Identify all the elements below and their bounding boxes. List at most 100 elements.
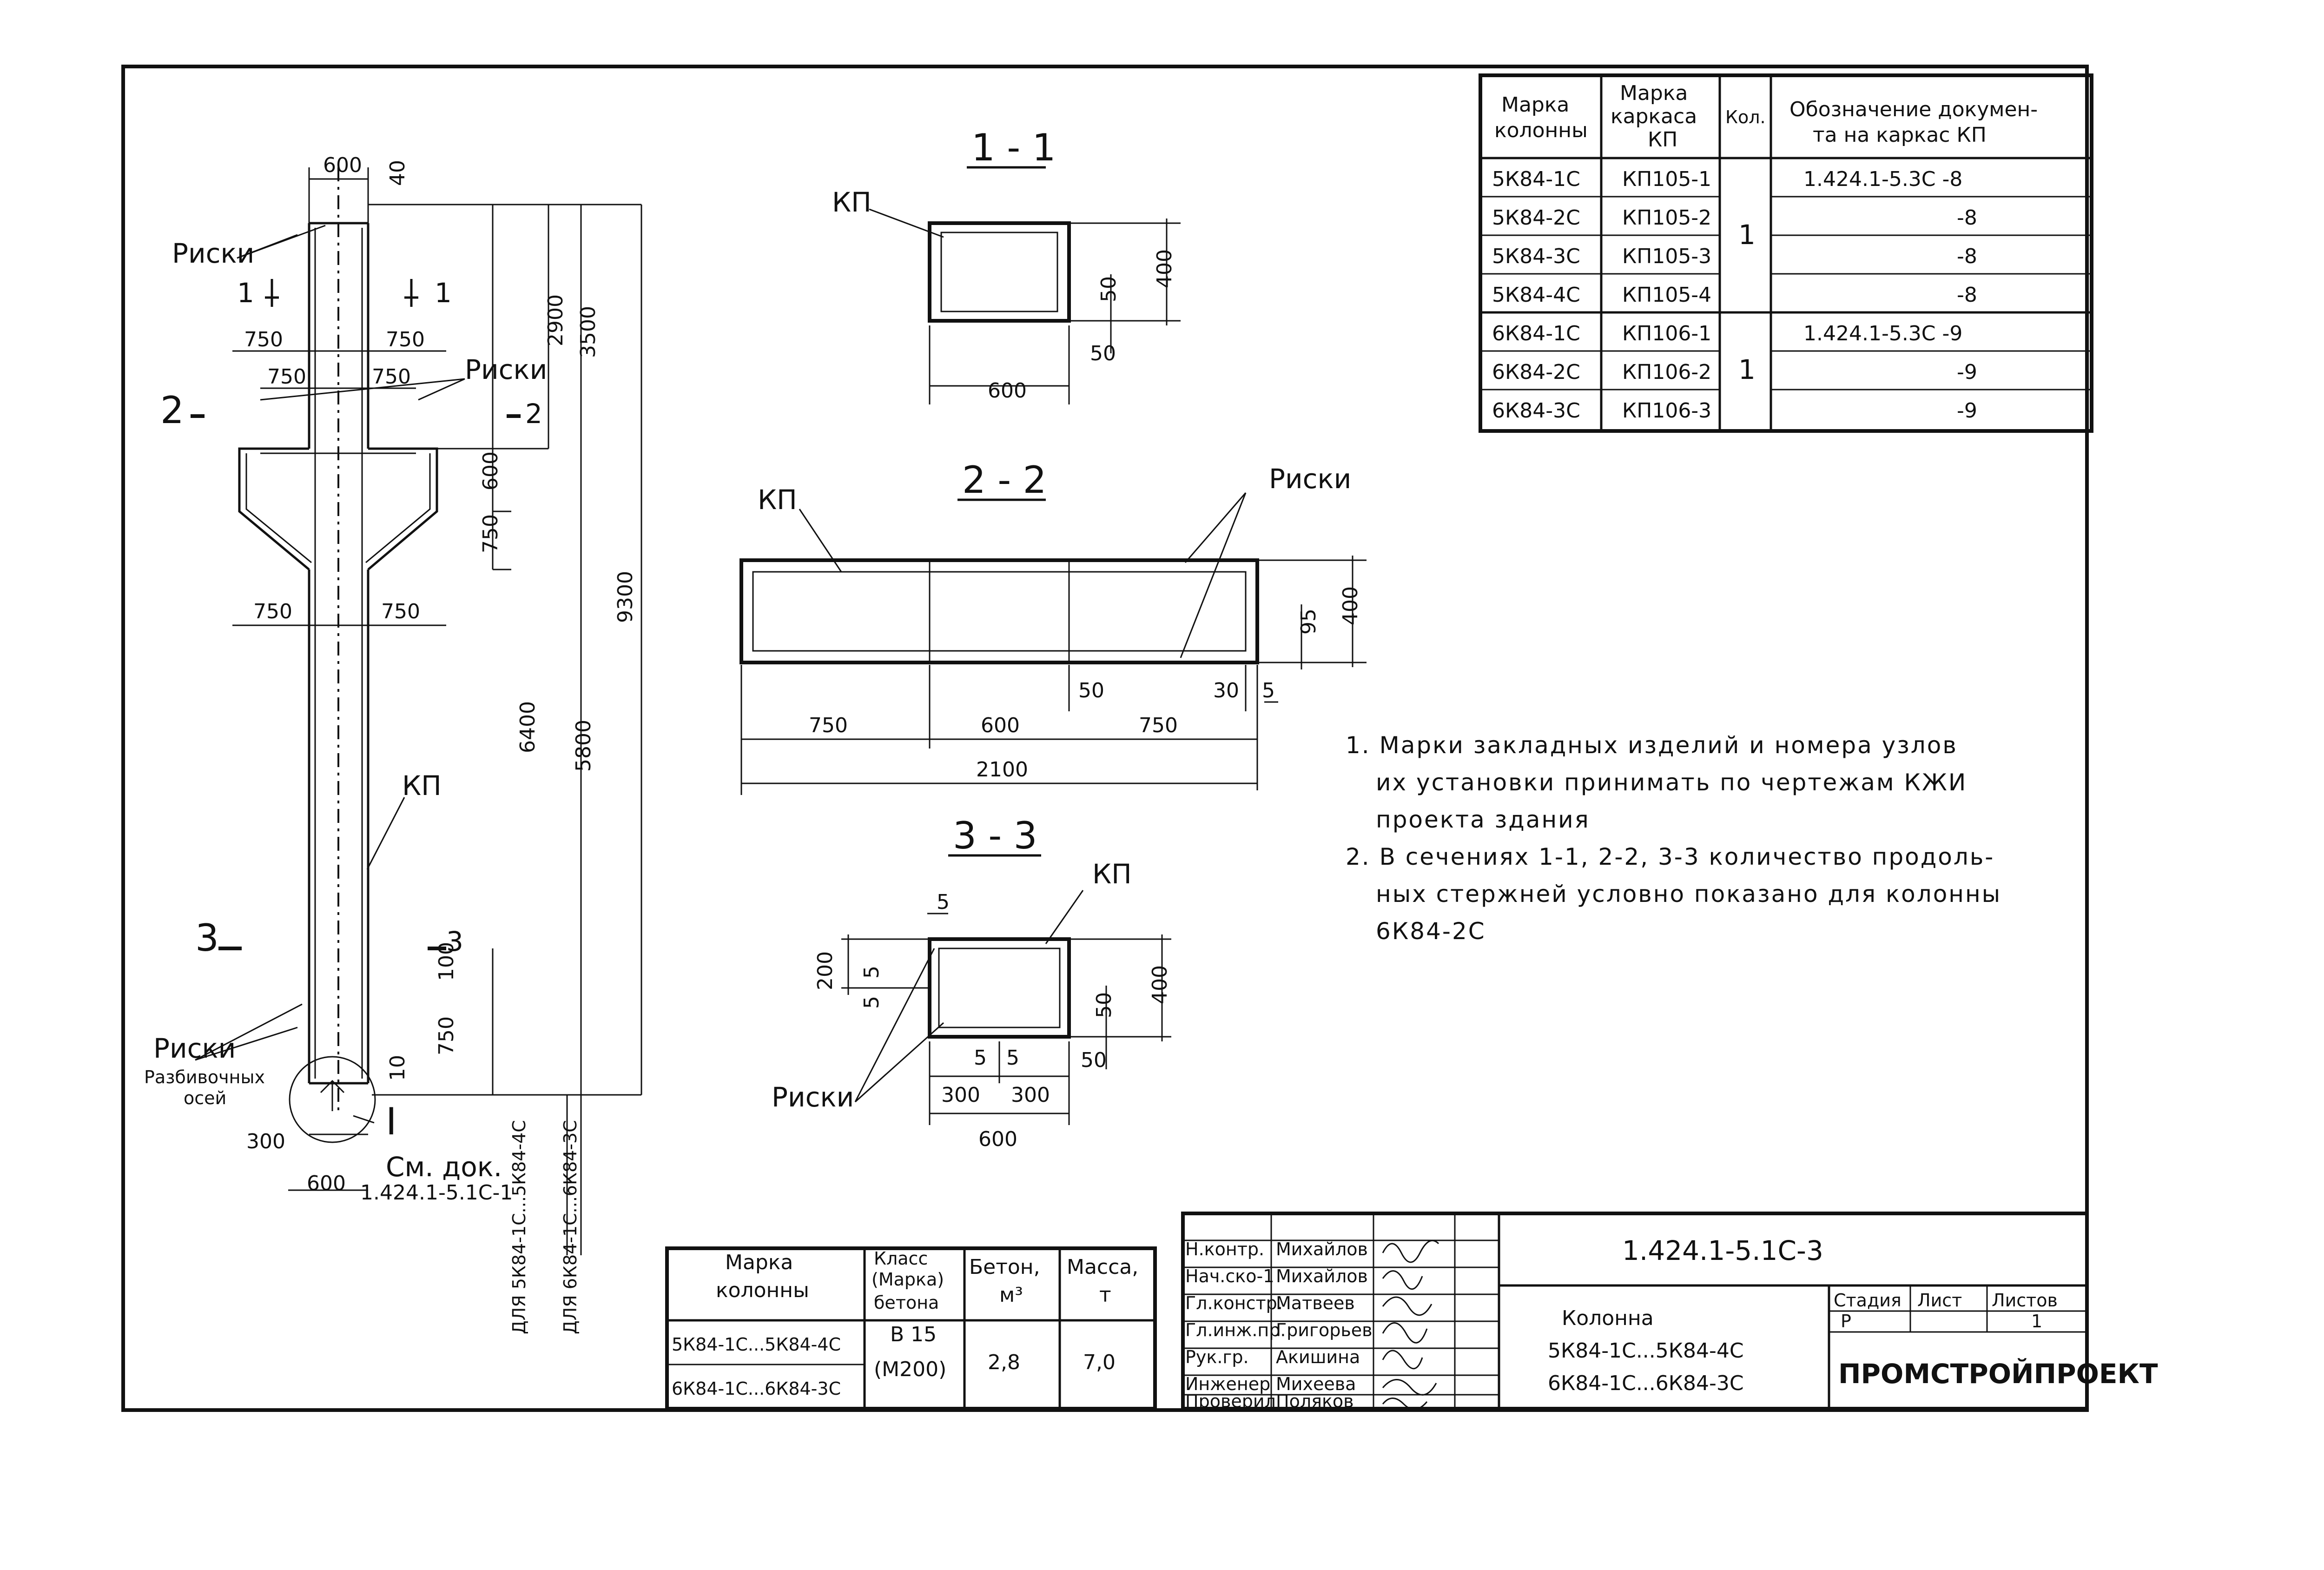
dim-750-a: 750 [244,328,283,351]
stage-value: Р [1841,1311,1851,1332]
dim-top-width: 600 [323,153,362,177]
section-2-2-dim95: 95 [1297,609,1320,635]
frame-h-doc-2: та на каркас КП [1813,123,1987,147]
section-2-2-dim750a: 750 [809,714,848,737]
signer-name-7: Поляков [1276,1391,1354,1411]
signer-role-6: Инженер [1185,1374,1270,1394]
product-range-2: 6К84-1С...6К84-3С [1548,1371,1744,1395]
detail-circle [289,1056,376,1143]
dim-750b: 750 [435,1016,458,1055]
section-3-3-dim5b: 5 [860,996,884,1009]
section-2-2-dim50: 50 [1078,679,1104,702]
for-5k84: ДЛЯ 5К84-1С...5К84-4С [509,1120,529,1334]
section-2-2-dim600: 600 [981,714,1020,737]
frame-table: Марка колонны Марка каркаса КП Кол. Обоз… [1479,73,2093,433]
frame-h-qty: Кол. [1725,107,1766,127]
signatures [1382,1239,1439,1410]
frame-h-kp-1: Марка [1620,81,1688,105]
frame-r3-kp: КП105-3 [1622,245,1711,268]
frame-h-kp-3: КП [1648,128,1677,152]
section-2-2-kp: КП [758,484,797,516]
section-2-2: 2 - 2 КП Риски 95 400 50 30 5 750 600 75… [739,458,1367,795]
frame-r5-kp: КП106-1 [1622,322,1711,345]
dim-750-e: 750 [253,600,292,623]
section-3-3-dim50b: 50 [1081,1048,1107,1072]
dim-6400: 6400 [516,701,540,753]
signer-role-5: Рук.гр. [1185,1347,1249,1367]
cut-2-left: 2 [160,389,184,432]
dim-750-b: 750 [386,328,425,351]
section-2-2-dim30: 30 [1213,679,1239,702]
spec-h-concrete-1: Бетон, [969,1255,1040,1279]
dim-top-offset: 40 [386,160,409,186]
product-name: Колонна [1562,1306,1654,1330]
section-2-2-title: 2 - 2 [962,458,1047,502]
signer-name-4: Григорьев [1276,1320,1373,1340]
frame-r4-kp: КП105-4 [1622,283,1711,307]
spec-h-class-2: (Марка) [872,1269,944,1290]
stage-header: Стадия [1834,1290,1901,1311]
spec-h-class-3: бетона [874,1292,939,1313]
frame-r1-mark: 5К84-1С [1492,167,1580,191]
frame-h-mark-2: колонны [1494,119,1588,142]
label-riski-top: Риски [172,238,254,269]
frame-r6-doc: -9 [1957,360,1977,384]
label-axes-1: Разбивочных [144,1067,265,1087]
dim-5800: 5800 [572,720,595,772]
signer-name-3: Матвеев [1276,1293,1355,1313]
frame-r6-kp: КП106-2 [1622,360,1711,384]
spec-h-mark-1: Марка [725,1251,793,1274]
dim-750-f: 750 [381,600,420,623]
section-3-3-dim300a: 300 [941,1083,980,1107]
spec-h-mass-2: т [1099,1283,1111,1307]
section-3-3-dim400: 400 [1148,965,1172,1004]
note-line-6: 6К84-2С [1376,918,1486,945]
sheets-header: Листов [1992,1290,2058,1311]
cut-1-right: 1 [435,277,452,309]
spec-h-class-1: Класс [874,1248,928,1269]
section-2-2-dim750b: 750 [1139,714,1178,737]
signer-role-2: Нач.ско-1 [1185,1266,1274,1286]
column-elevation: 600 40 Риски 1 1 750 750 750 750 Риски 2… [144,153,642,1334]
section-2-2-dim2100: 2100 [976,758,1028,782]
spec-table: Марка колонны Класс (Марка) бетона Бетон… [665,1246,1157,1411]
signer-role-4: Гл.инж.пр. [1185,1320,1286,1340]
section-1-1-dim600: 600 [988,379,1027,403]
spec-h-concrete-2: м³ [999,1283,1023,1307]
frame-r3-mark: 5К84-3С [1492,245,1580,268]
spec-row-2: 6К84-1С...6К84-3С [672,1378,841,1399]
frame-r2-kp: КП105-2 [1622,206,1711,230]
frame-r4-doc: -8 [1957,283,1977,307]
notes: 1. Марки закладных изделий и номера узло… [1346,732,2001,945]
label-riski-base: Риски [153,1033,236,1064]
note-line-5: ных стержней условно показано для колонн… [1376,881,2001,908]
see-doc-label: См. док. [386,1151,502,1183]
section-1-1: 1 - 1 КП 50 400 50 600 [832,126,1181,404]
frame-r5-doc: 1.424.1-5.3С -9 [1803,322,1962,345]
frame-qty-2: 1 [1738,354,1756,385]
dim-9300: 9300 [614,571,637,623]
dim-100: 100 [435,942,458,981]
frame-h-kp-2: каркаса [1611,105,1697,128]
spec-h-mark-2: колонны [716,1279,809,1302]
for-6k84: ДЛЯ 6К84-1С...6К84-3С [560,1120,581,1334]
see-doc-code: 1.424.1-5.1С-1 [360,1181,513,1205]
frame-r6-mark: 6К84-2С [1492,360,1580,384]
sheets-value: 1 [2031,1311,2042,1332]
spec-row-1: 5К84-1С...5К84-4С [672,1334,841,1355]
section-3-3-dim200: 200 [813,951,837,990]
frame-r7-kp: КП106-3 [1622,399,1711,423]
section-3-3-dim300b: 300 [1011,1083,1050,1107]
signer-role-7: Проверил [1185,1391,1276,1411]
section-2-2-dim400: 400 [1339,586,1362,625]
cut-3-left: 3 [195,916,219,960]
spec-concrete: 2,8 [988,1351,1020,1374]
spec-h-mass-1: Масса, [1067,1255,1138,1279]
dim-750-d: 750 [372,365,411,389]
title-block: Н.контр. Михайлов Нач.ско-1 Михайлов Гл.… [1181,1212,2158,1411]
frame-r1-doc: 1.424.1-5.3С -8 [1803,167,1962,191]
signer-role-1: Н.контр. [1185,1239,1264,1259]
section-3-3-dim600: 600 [978,1127,1017,1151]
org-name: ПРОМСТРОЙПРОЕКТ [1838,1358,2158,1390]
